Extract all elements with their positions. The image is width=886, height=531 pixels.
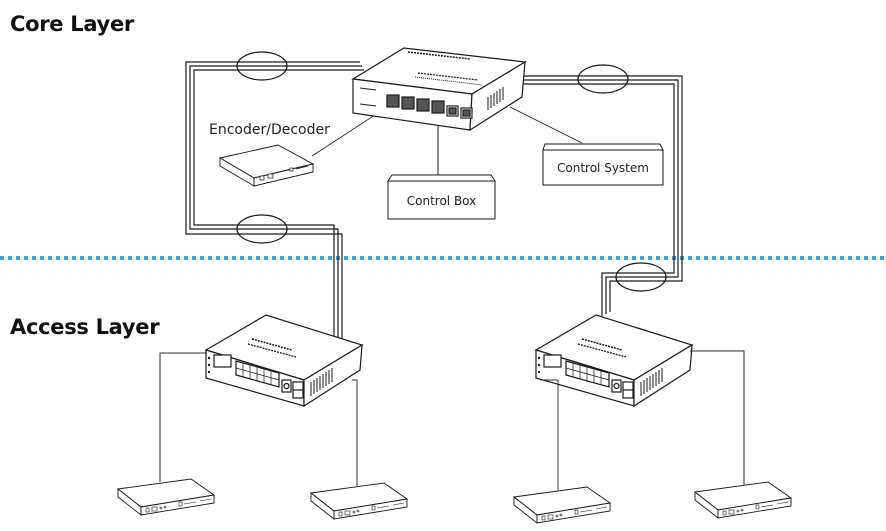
- endpoint-device-4: [694, 481, 792, 519]
- control-system: Control System: [542, 143, 664, 186]
- link-aggregation-marker: [577, 64, 629, 94]
- endpoint-device-3: [513, 486, 611, 524]
- link-encoder: [311, 112, 379, 157]
- endpoint-device-1: [117, 478, 215, 516]
- trunk-left: [185, 61, 364, 340]
- encoder-decoder-label: Encoder/Decoder: [209, 122, 330, 138]
- control-box: Control Box: [387, 174, 496, 220]
- control-system-label: Control System: [557, 161, 649, 175]
- link-aggregation-marker: [615, 262, 667, 292]
- core-layer-title: Core Layer: [10, 12, 134, 36]
- core-switch: [351, 47, 527, 132]
- downlinks: [159, 350, 745, 490]
- control-box-label: Control Box: [407, 194, 477, 208]
- endpoint-device-2: [310, 482, 408, 520]
- encoder-decoder-device: [218, 144, 315, 187]
- link-aggregation-marker: [236, 214, 288, 244]
- access-layer-title: Access Layer: [10, 315, 160, 339]
- link-control-system: [509, 106, 583, 144]
- link-aggregation-marker: [236, 51, 288, 81]
- trunk-right: [520, 75, 683, 316]
- access-switch-right: [535, 314, 693, 407]
